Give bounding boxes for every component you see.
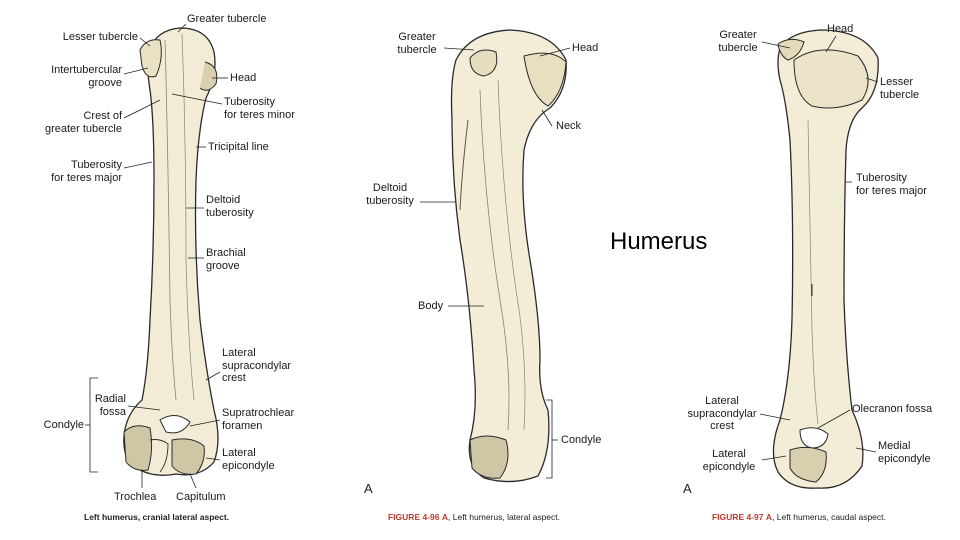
label-greater-tubercle: Greater tubercle <box>187 13 267 25</box>
label-lateral-supracondylar-crest: Lateral supracondylar crest <box>222 347 292 384</box>
panel2-leader-lines <box>420 47 571 479</box>
caption-panel2-figure: FIGURE 4-96 <box>388 512 440 522</box>
label-greater-tubercle-lateral: Greater tubercle <box>397 31 437 56</box>
caption-panel2: FIGURE 4-96 A, Left humerus, lateral asp… <box>388 512 560 522</box>
label-olecranon-fossa: Olecranon fossa <box>852 403 933 415</box>
label-tuberosity-teres-major: Tuberosity for teres major <box>51 159 122 184</box>
label-lesser-tubercle: Lesser tubercle <box>62 31 138 43</box>
label-radial-fossa: Radial fossa <box>94 393 126 418</box>
label-head-caudal: Head <box>827 23 854 35</box>
label-lateral-epicondyle: Lateral epicondyle <box>222 447 275 472</box>
label-lateral-supracondylar-crest-caudal: Lateral supracondylar crest <box>687 395 757 432</box>
label-neck: Neck <box>556 120 582 132</box>
caption-panel3-text: , Left humerus, caudal aspect. <box>772 512 886 522</box>
label-capitulum: Capitulum <box>176 491 226 503</box>
label-deltoid-tuberosity: Deltoid tuberosity <box>206 194 254 219</box>
panel1-leader-lines <box>85 23 228 489</box>
label-head-lateral: Head <box>572 42 599 54</box>
panel2-letter: A <box>364 481 373 496</box>
label-tricipital-line: Tricipital line <box>208 141 269 153</box>
label-intertubercular-groove: Intertubercular groove <box>51 64 122 89</box>
caption-panel2-text: , Left humerus, lateral aspect. <box>448 512 560 522</box>
caption-panel3-letter: A <box>765 512 773 522</box>
caption-panel3: FIGURE 4-97 A, Left humerus, caudal aspe… <box>712 512 886 522</box>
label-greater-tubercle-caudal: Greater tubercle <box>718 29 758 54</box>
caption-panel3-figure: FIGURE 4-97 <box>712 512 764 522</box>
caption-panel1: Left humerus, cranial lateral aspect. <box>84 512 230 522</box>
panel3-leader-lines <box>759 35 879 461</box>
label-trochlea: Trochlea <box>114 491 157 503</box>
humerus-lateral-drawing <box>450 29 567 483</box>
label-head: Head <box>230 72 257 84</box>
label-medial-epicondyle: Medial epicondyle <box>878 440 931 465</box>
caption-panel2-letter: A <box>441 512 449 522</box>
humerus-caudal-drawing <box>772 29 879 489</box>
label-crest-of-greater-tubercle: Crest of greater tubercle <box>44 110 122 135</box>
label-lateral-epicondyle-caudal: Lateral epicondyle <box>702 448 756 473</box>
panel3-letter: A <box>683 481 692 496</box>
label-condyle: Condyle <box>43 419 84 431</box>
label-tuberosity-teres-major-caudal: Tuberosity for teres major <box>856 172 927 197</box>
slide-title: Humerus <box>610 228 708 255</box>
label-condyle-lateral: Condyle <box>561 434 602 446</box>
label-body: Body <box>418 300 444 312</box>
label-brachial-groove: Brachial groove <box>206 247 246 272</box>
label-tuberosity-teres-minor: Tuberosity for teres minor <box>224 96 295 121</box>
label-deltoid-tuberosity-lateral: Deltoid tuberosity <box>366 182 414 207</box>
humerus-cranial-lateral-drawing <box>123 27 219 476</box>
label-supratrochlear-foramen: Supratrochlear foramen <box>222 407 295 432</box>
label-lesser-tubercle-caudal: Lesser tubercle <box>880 76 920 101</box>
